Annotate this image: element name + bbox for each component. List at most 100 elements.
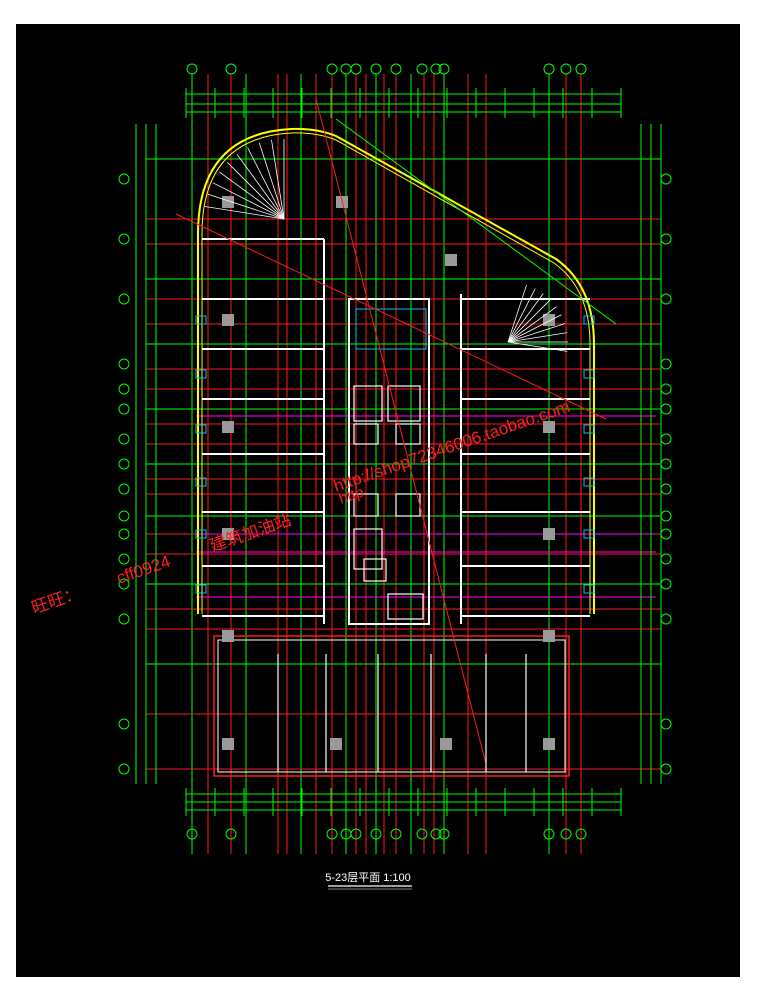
diagonal-guide: [315, 98, 487, 765]
axis-bubble-left: [118, 553, 130, 565]
corner-stair-tread: [271, 139, 285, 220]
axis-bubble-left: [118, 578, 130, 590]
structural-column: [222, 630, 234, 642]
window-right: [583, 477, 595, 487]
axis-bubble-left: [118, 233, 130, 245]
corner-stair-tread: [507, 306, 557, 343]
corner-stair-tread: [507, 284, 527, 343]
drawing-title: 5-23层平面 1:100: [325, 871, 411, 884]
building-plan: [175, 98, 617, 777]
core-room: [353, 528, 383, 570]
corner-stair-tread: [236, 154, 285, 220]
axis-bubble-bottom: [350, 828, 362, 840]
axis-bubble-bottom: [560, 828, 572, 840]
axis-bubble-right: [660, 578, 672, 590]
axis-bubble-top: [543, 63, 555, 75]
axis-bubble-right: [660, 403, 672, 415]
corner-stair-tread: [207, 193, 285, 220]
corner-stair-tread: [227, 162, 285, 220]
axis-bubble-bottom: [370, 828, 382, 840]
structural-column: [543, 314, 555, 326]
axis-bubble-top: [186, 63, 198, 75]
window-right: [583, 315, 595, 325]
structural-column: [222, 314, 234, 326]
structural-column: [330, 738, 342, 750]
corner-stair-tread: [204, 206, 285, 220]
axis-bubble-right: [660, 458, 672, 470]
window-right: [583, 584, 595, 594]
axis-bubble-left: [118, 510, 130, 522]
axis-bubble-right: [660, 383, 672, 395]
core-room: [353, 385, 383, 422]
axis-bubble-right: [660, 718, 672, 730]
axis-bubble-right: [660, 510, 672, 522]
axis-bubble-top: [416, 63, 428, 75]
axis-bubble-right: [660, 173, 672, 185]
axis-bubble-left: [118, 403, 130, 415]
drawing-sheet: 5-23层平面 1:100 http://shop72346006.taobao…: [16, 24, 740, 977]
axis-bubble-top: [340, 63, 352, 75]
core-room: [353, 423, 379, 445]
axis-bubble-right: [660, 528, 672, 540]
watermark-label: 旺旺：: [29, 583, 83, 618]
diagonal-guide: [335, 118, 617, 325]
corner-stair-tread: [507, 332, 568, 343]
axis-bubble-right: [660, 293, 672, 305]
structural-column: [440, 738, 452, 750]
axis-bubble-left: [118, 763, 130, 775]
axis-bubble-top: [430, 63, 442, 75]
core-room: [387, 593, 424, 620]
core-room: [395, 493, 421, 517]
axis-bubble-top: [350, 63, 362, 75]
corner-stair-tread: [507, 293, 544, 343]
axis-bubble-left: [118, 358, 130, 370]
core-room: [353, 493, 379, 517]
window-right: [583, 369, 595, 379]
core-toilet: [355, 308, 427, 350]
structural-column: [222, 421, 234, 433]
axis-bubble-top: [390, 63, 402, 75]
axis-bubble-right: [660, 433, 672, 445]
structural-column: [543, 630, 555, 642]
corner-stair-tread: [507, 288, 536, 343]
structural-column: [222, 196, 234, 208]
corner-stair-tread: [247, 147, 285, 220]
axis-bubble-bottom: [430, 828, 442, 840]
axis-bubble-bottom: [225, 828, 237, 840]
axis-bubble-left: [118, 483, 130, 495]
window-right: [583, 529, 595, 539]
axis-bubble-bottom: [416, 828, 428, 840]
window-left: [195, 424, 207, 434]
podium-outline: [213, 635, 570, 777]
axis-bubble-right: [660, 763, 672, 775]
watermark-shop-url: http://shop72346006.taobao.com: [331, 397, 572, 496]
corner-stair-tread: [507, 323, 566, 343]
axis-bubble-left: [118, 433, 130, 445]
window-left: [195, 584, 207, 594]
axis-grid: [146, 74, 661, 854]
axis-bubble-left: [118, 458, 130, 470]
structural-column: [543, 528, 555, 540]
window-right: [583, 424, 595, 434]
axis-bubble-right: [660, 613, 672, 625]
structural-column: [445, 254, 457, 266]
axis-bubble-top: [326, 63, 338, 75]
axis-bubble-right: [660, 483, 672, 495]
corner-stair-tread: [258, 142, 285, 220]
axis-bubble-bottom: [326, 828, 338, 840]
drawing-title-block: 5-23层平面 1:100: [325, 871, 412, 890]
watermark-site: 建筑加油站: [207, 510, 294, 556]
axis-bubble-left: [118, 613, 130, 625]
axis-bubble-right: [660, 233, 672, 245]
axis-bubble-right: [660, 553, 672, 565]
axis-bubble-bottom: [543, 828, 555, 840]
axis-bubble-bottom: [186, 828, 198, 840]
axis-bubbles: [118, 63, 672, 840]
structural-column: [543, 738, 555, 750]
podium-wall: [217, 639, 566, 773]
structural-column: [543, 421, 555, 433]
axis-bubble-bottom: [575, 828, 587, 840]
core-room: [363, 558, 387, 582]
window-left: [195, 369, 207, 379]
